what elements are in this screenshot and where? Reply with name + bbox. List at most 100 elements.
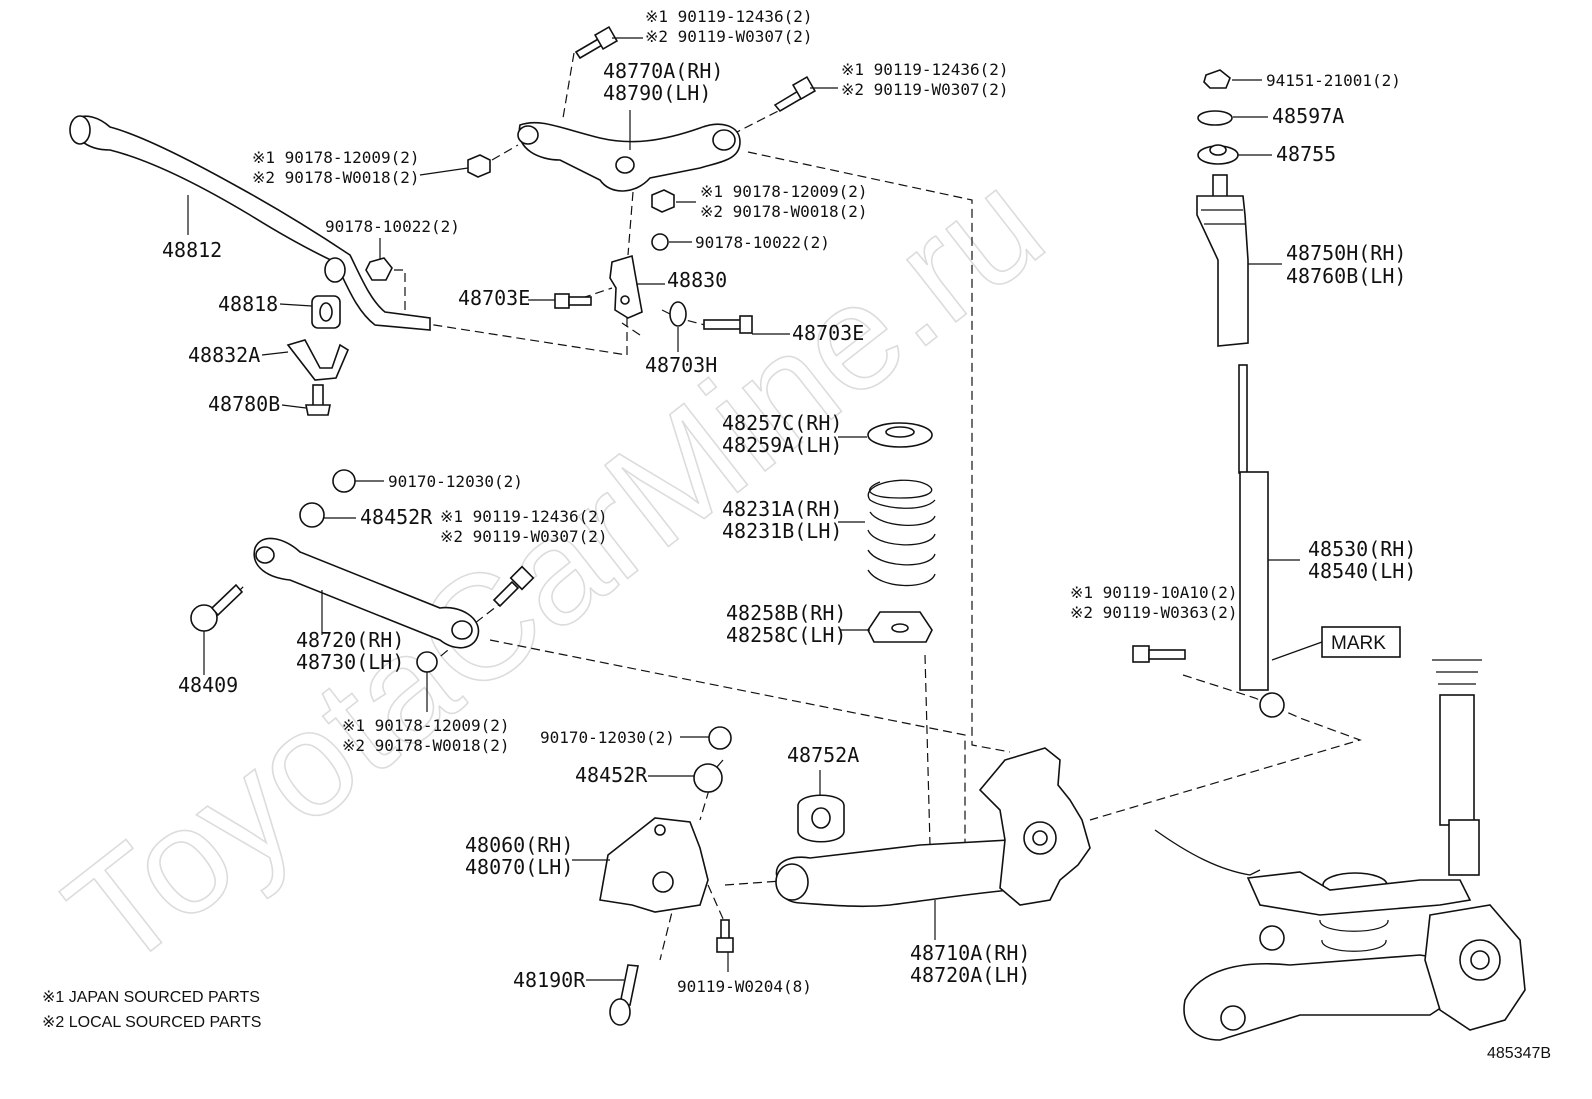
lower-bush-top — [299, 502, 325, 528]
link-bolt-right — [703, 315, 753, 334]
label-bolt-a-2: ※2 90119-W0307(2) — [645, 27, 813, 46]
label-member-bracket-rh: 48060(RH) — [465, 833, 573, 857]
strut-plate — [1197, 110, 1233, 126]
label-nut-b-1: ※1 90178-12009(2) — [700, 182, 868, 201]
assembly-lines — [216, 52, 1362, 961]
label-stabilizer-bar: 48812 — [162, 238, 222, 262]
spring-upper-seat — [867, 422, 933, 448]
label-bolt-b-1: ※1 90119-12436(2) — [841, 60, 1009, 79]
bracket-bolt-small — [716, 919, 734, 953]
note-local: ※2 LOCAL SOURCED PARTS — [42, 1014, 261, 1031]
note-japan: ※1 JAPAN SOURCED PARTS — [42, 989, 260, 1006]
label-nut-b-2: ※2 90178-W0018(2) — [700, 202, 868, 221]
assembled-view — [1154, 659, 1526, 1041]
label-lower-nut-1: ※1 90178-12009(2) — [342, 716, 510, 735]
coil-spring — [867, 479, 936, 587]
label-strut-plate: 48597A — [1272, 104, 1344, 128]
figure-id: 485347B — [1487, 1045, 1551, 1062]
label-upper-arm-lh: 48790(LH) — [603, 81, 711, 105]
mark-label: MARK — [1331, 633, 1386, 654]
label-absorber-bolt-1: ※1 90119-10A10(2) — [1070, 583, 1238, 602]
part-labels: ※1 90119-12436(2) ※2 90119-W0307(2) 4877… — [162, 7, 1416, 996]
label-long-bolt: 48190R — [513, 968, 586, 992]
label-spring-upper-seat-rh: 48257C(RH) — [722, 411, 842, 435]
label-mid-nut: 90170-12030(2) — [540, 728, 675, 747]
upper-bolt-b — [773, 75, 817, 113]
label-link-bracket: 48830 — [667, 268, 727, 292]
bushing — [311, 295, 341, 329]
label-bolt-a-1: ※1 90119-12436(2) — [645, 7, 813, 26]
label-bracket-bolt: 48780B — [208, 392, 280, 416]
label-bumper-rh: 48750H(RH) — [1286, 241, 1406, 265]
lower-nut — [416, 651, 438, 673]
label-spring-rh: 48231A(RH) — [722, 497, 842, 521]
arm-bush — [797, 794, 845, 843]
label-member-bracket-lh: 48070(LH) — [465, 855, 573, 879]
cam-bolt — [190, 583, 244, 632]
label-trailing-arm-lh: 48720A(LH) — [910, 963, 1030, 987]
label-link-bolt-left: 48703E — [458, 286, 530, 310]
trailing-arm — [775, 839, 1021, 908]
label-lower-link-rh: 48720(RH) — [296, 628, 404, 652]
strut-nut — [1203, 69, 1231, 89]
label-spring-lower-seat-lh: 48258C(LH) — [726, 623, 846, 647]
lower-link — [253, 537, 480, 649]
label-washer: 48703H — [645, 353, 717, 377]
upper-nut-b — [651, 189, 675, 213]
lower-bolt — [492, 565, 535, 608]
washer — [669, 301, 687, 327]
label-cam-bolt: 48409 — [178, 673, 238, 697]
label-bushing-bracket: 48832A — [188, 343, 260, 367]
spring-lower-seat — [867, 611, 933, 643]
absorber-bolt — [1132, 645, 1186, 663]
label-lower-bolt-2: ※2 90119-W0307(2) — [440, 527, 608, 546]
link-bolt-left — [554, 293, 592, 309]
mark-callout — [1271, 626, 1401, 661]
label-bushing: 48818 — [218, 292, 278, 316]
label-lower-nut-top: 90170-12030(2) — [388, 472, 523, 491]
label-lower-bush-top: 48452R — [360, 505, 433, 529]
label-trailing-arm-rh: 48710A(RH) — [910, 941, 1030, 965]
label-spring-lh: 48231B(LH) — [722, 519, 842, 543]
upper-bolt-a — [574, 25, 619, 60]
stabilizer-bar — [69, 115, 431, 331]
label-nut-a-1: ※1 90178-12009(2) — [252, 148, 420, 167]
knuckle — [978, 747, 1091, 906]
bushing-bracket — [286, 339, 350, 381]
long-bolt — [609, 964, 639, 1026]
stabilizer-nut — [365, 257, 393, 281]
label-absorber-rh: 48530(RH) — [1308, 537, 1416, 561]
label-lower-link-lh: 48730(LH) — [296, 650, 404, 674]
lower-nut-top — [332, 469, 356, 493]
strut-seat — [1197, 144, 1239, 165]
bracket-nut — [651, 233, 669, 251]
label-strut-seat: 48755 — [1276, 142, 1336, 166]
upper-nut-a — [467, 154, 491, 178]
label-lower-nut-2: ※2 90178-W0018(2) — [342, 736, 510, 755]
label-upper-arm-rh: 48770A(RH) — [603, 59, 723, 83]
bracket-bolt — [305, 384, 331, 416]
label-stabilizer-nut: 90178-10022(2) — [325, 217, 460, 236]
notes: ※1 JAPAN SOURCED PARTS ※2 LOCAL SOURCED … — [42, 989, 261, 1031]
label-strut-nut: 94151-21001(2) — [1266, 71, 1401, 90]
link-bracket — [609, 254, 643, 319]
label-arm-bush: 48752A — [787, 743, 859, 767]
upper-arm — [517, 121, 741, 192]
label-lower-bolt-1: ※1 90119-12436(2) — [440, 507, 608, 526]
member-bracket — [599, 817, 709, 913]
bump-stopper — [1196, 174, 1249, 347]
leader-lines — [187, 37, 1300, 981]
label-spring-lower-seat-rh: 48258B(RH) — [726, 601, 846, 625]
label-bracket-bolts: 90119-W0204(8) — [677, 977, 812, 996]
label-absorber-bolt-2: ※2 90119-W0363(2) — [1070, 603, 1238, 622]
label-bumper-lh: 48760B(LH) — [1286, 264, 1406, 288]
label-mid-bush: 48452R — [575, 763, 648, 787]
label-link-bolt-right: 48703E — [792, 321, 864, 345]
shock-absorber — [1238, 364, 1285, 718]
label-bolt-b-2: ※2 90119-W0307(2) — [841, 80, 1009, 99]
label-nut-a-2: ※2 90178-W0018(2) — [252, 168, 420, 187]
label-spring-upper-seat-lh: 48259A(LH) — [722, 433, 842, 457]
label-absorber-lh: 48540(LH) — [1308, 559, 1416, 583]
